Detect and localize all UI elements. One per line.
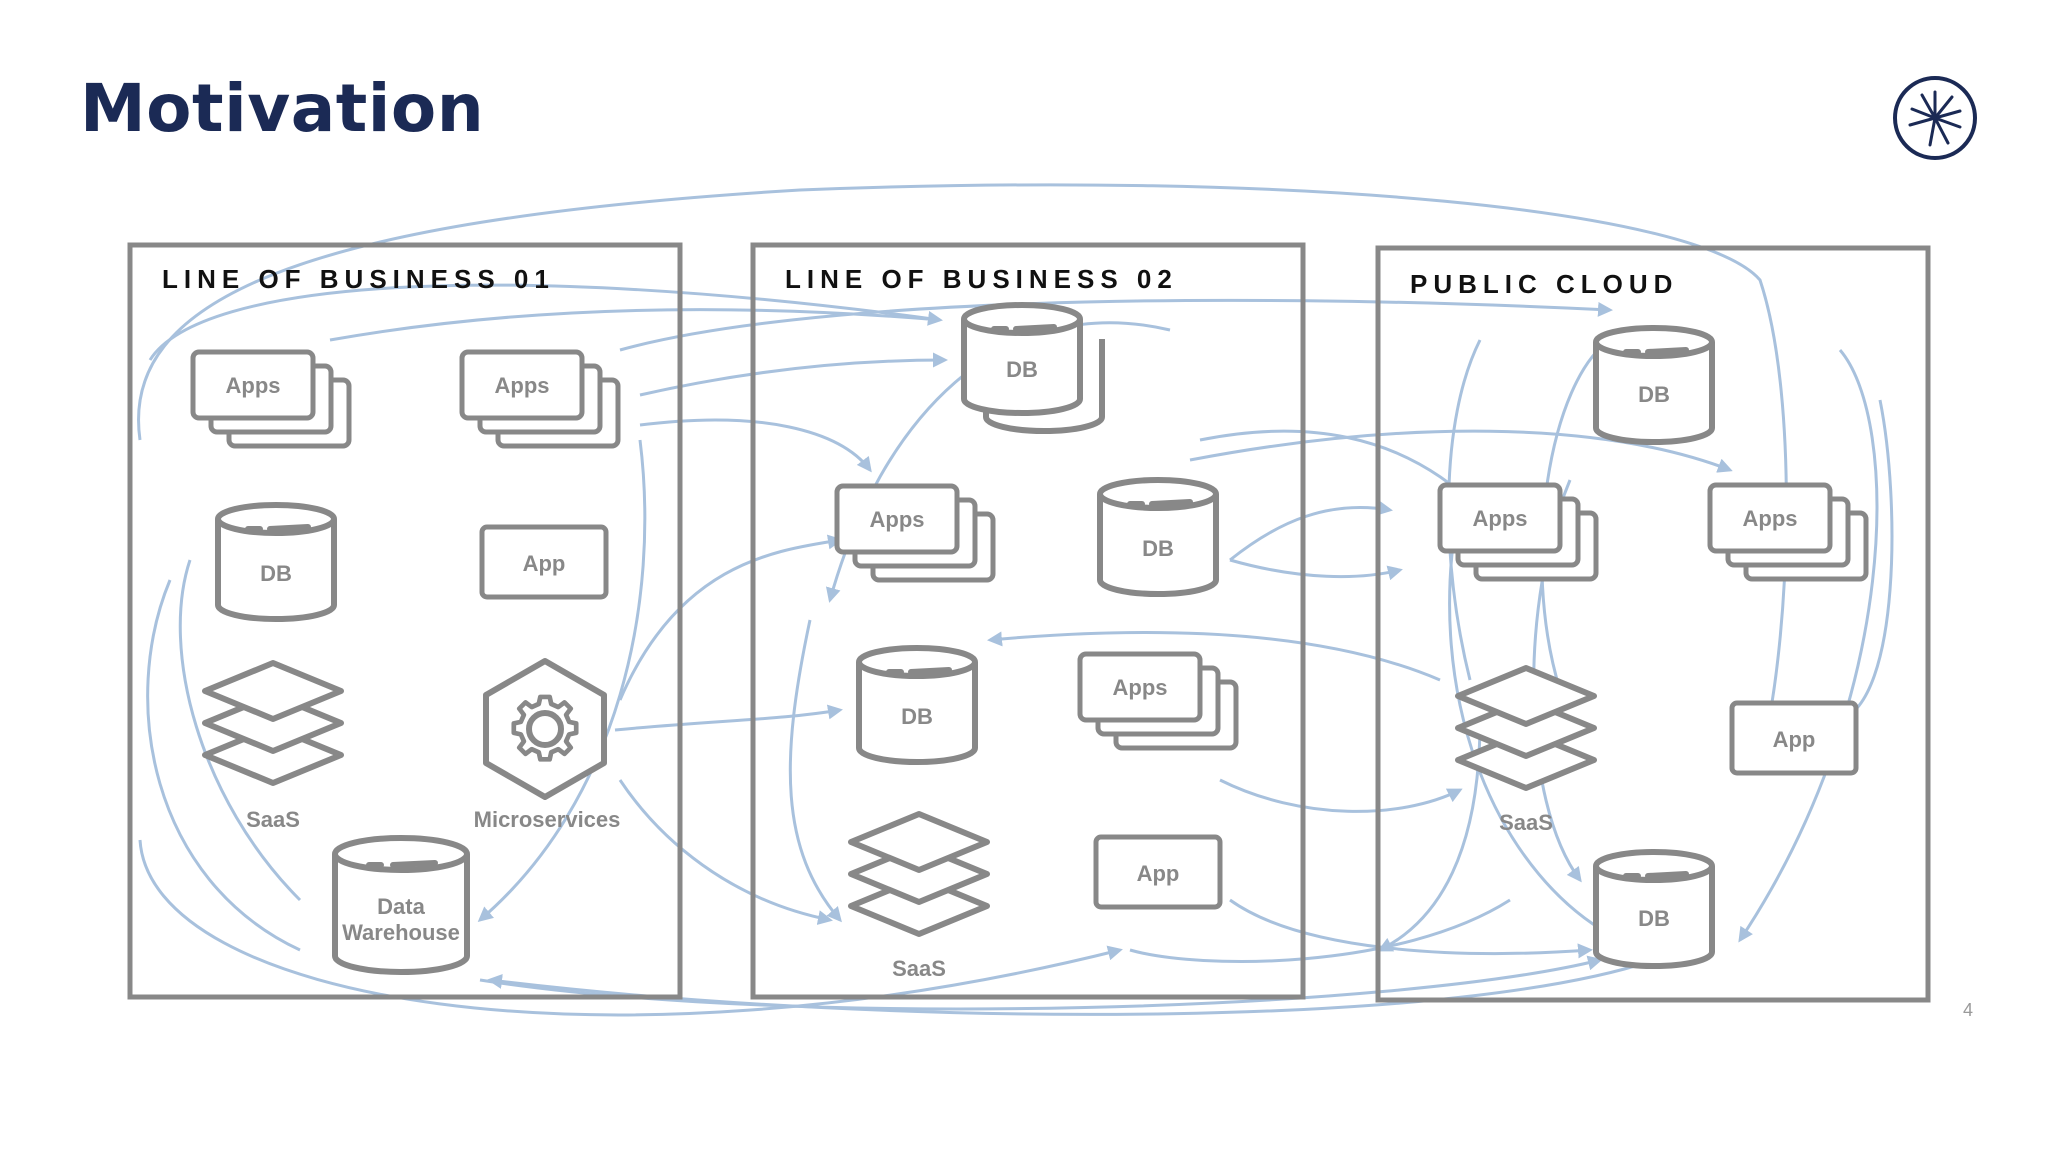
node-db: DB (859, 648, 975, 762)
node-apps: Apps (193, 352, 349, 446)
node-label: Apps (495, 373, 550, 398)
node-label: Microservices (474, 807, 621, 832)
node-db: DB (964, 305, 1102, 431)
node-label: SaaS (1499, 810, 1553, 835)
node-app: App (482, 527, 606, 597)
node-label: DB (901, 704, 933, 729)
node-label: Apps (226, 373, 281, 398)
page-number: 4 (1963, 1000, 1974, 1020)
node-apps: Apps (837, 486, 993, 580)
flow-arrow (619, 298, 1613, 352)
node-label: Apps (870, 507, 925, 532)
node-label: Warehouse (342, 920, 460, 945)
flow-arrow (1229, 500, 1393, 562)
node-apps: Apps (462, 352, 618, 446)
zone-title: LINE OF BUSINESS 01 (162, 264, 555, 294)
flow-arrow (329, 308, 941, 342)
flow-arrow (477, 439, 647, 922)
node-label: App (1773, 727, 1816, 752)
node-label: Data (377, 894, 425, 919)
node-label: DB (1142, 536, 1174, 561)
flow-arrow (614, 704, 843, 732)
zone-line-of-business-02: LINE OF BUSINESS 02 (750, 242, 1306, 1000)
flow-arrow (788, 619, 842, 923)
node-label: Apps (1743, 506, 1798, 531)
node-app: App (1732, 703, 1856, 773)
node-saas: SaaS (851, 814, 987, 981)
flow-arrow (639, 352, 948, 397)
node-db: DB (218, 505, 334, 619)
page-title: Motivation (80, 70, 485, 147)
node-apps: Apps (1080, 654, 1236, 748)
flow-arrow (148, 283, 943, 361)
node-label: Apps (1473, 506, 1528, 531)
zone-public-cloud: PUBLIC CLOUD (1375, 245, 1931, 1003)
node-label: DB (1006, 357, 1038, 382)
zone-line-of-business-01: LINE OF BUSINESS 01 (127, 242, 683, 1000)
zone-title: PUBLIC CLOUD (1410, 269, 1678, 299)
flow-arrow (1189, 429, 1733, 473)
flow-arrow (1229, 558, 1403, 581)
node-label: DB (1638, 906, 1670, 931)
node-label: DB (260, 561, 292, 586)
zone-title: LINE OF BUSINESS 02 (785, 264, 1178, 294)
node-apps: Apps (1440, 485, 1596, 579)
node-label: SaaS (246, 807, 300, 832)
node-db: DB (1596, 852, 1712, 966)
flow-arrow (1839, 399, 1894, 722)
flow-arrow (1448, 499, 1621, 942)
flow-arrow (178, 559, 302, 902)
starburst-logo-icon (1893, 76, 1977, 160)
node-apps: Apps (1710, 485, 1866, 579)
flow-arrow (1219, 778, 1463, 813)
flow-arrow (138, 839, 1123, 1017)
node-db: DB (1596, 328, 1712, 442)
flow-arrow (146, 579, 301, 952)
flow-arrow (137, 183, 1788, 763)
node-db: DB (1100, 480, 1216, 594)
flow-arrow (1540, 338, 1613, 691)
node-label: Apps (1113, 675, 1168, 700)
flow-arrow (618, 779, 833, 925)
flow-arrow (639, 418, 872, 473)
flow-arrow (618, 534, 843, 701)
gear-hexagon-icon (483, 658, 607, 800)
gear-icon (511, 694, 579, 762)
node-label: App (523, 551, 566, 576)
node-saas: SaaS (205, 663, 341, 832)
node-microservices: Microservices (474, 658, 621, 832)
node-saas: SaaS (1458, 668, 1594, 835)
flow-arrow (1738, 349, 1879, 943)
node-label: SaaS (892, 956, 946, 981)
node-data-warehouse: Data Warehouse (332, 835, 470, 975)
node-label: DB (1638, 382, 1670, 407)
flow-arrow (1229, 898, 1593, 959)
node-app: App (1096, 837, 1220, 907)
node-label: App (1137, 861, 1180, 886)
